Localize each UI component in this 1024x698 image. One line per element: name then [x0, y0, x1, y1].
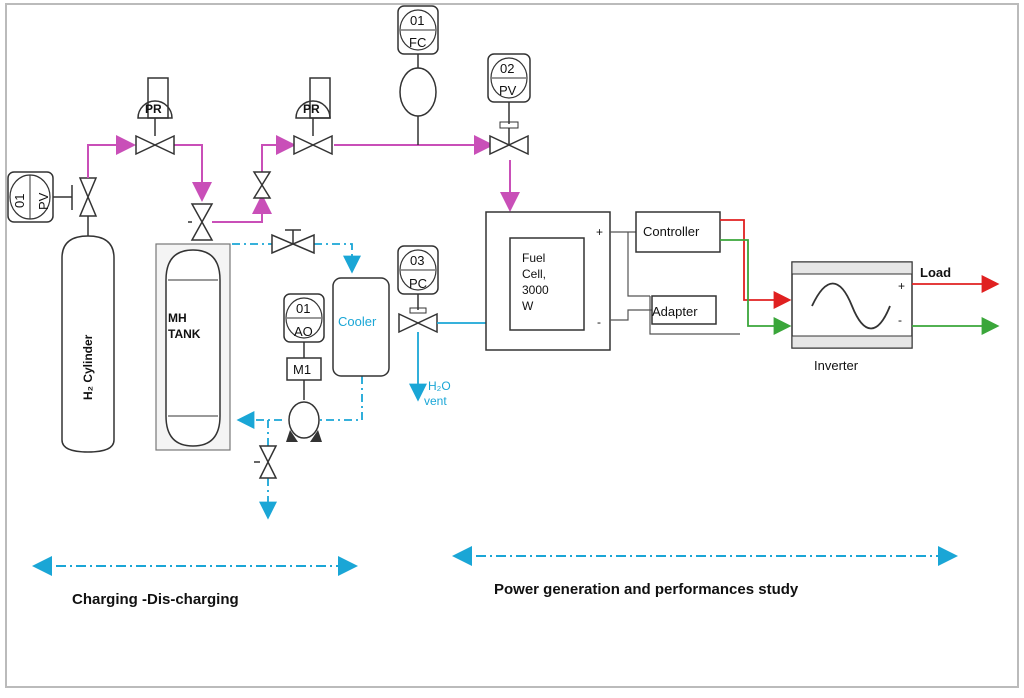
flow-controller: 01 FC — [397, 5, 439, 145]
h2-piping — [87, 135, 520, 223]
svg-text:vent: vent — [424, 394, 447, 408]
adapter: Adapter — [651, 295, 717, 325]
dc-wiring — [610, 231, 740, 335]
svg-text:FC: FC — [409, 35, 426, 50]
pv-cylinder-gauge: 01 PV — [7, 171, 54, 223]
h2-cylinder-label: H₂ Cylinder — [81, 334, 95, 400]
svg-text:Fuel: Fuel — [522, 251, 545, 265]
h2-cylinder: H₂ Cylinder — [61, 235, 115, 453]
controller: Controller — [635, 211, 721, 253]
mh-tank: MH TANK — [155, 243, 231, 451]
cooling-valve — [271, 229, 315, 255]
svg-text:M1: M1 — [293, 362, 311, 377]
svg-text:01: 01 — [12, 194, 27, 208]
svg-text:MH: MH — [168, 311, 187, 325]
bypass-valve — [252, 171, 272, 199]
svg-text:+: + — [596, 225, 603, 239]
svg-text:PV: PV — [36, 192, 51, 210]
negative-line — [720, 239, 792, 335]
svg-text:02: 02 — [500, 61, 514, 76]
pump — [286, 401, 322, 442]
cooler: Cooler — [332, 277, 390, 377]
svg-text:PC: PC — [409, 276, 427, 291]
power-section-label: Power generation and performances study — [494, 581, 799, 598]
drain-valve — [254, 445, 278, 479]
charging-section-label: Charging -Dis-charging — [72, 591, 239, 608]
svg-text:PR: PR — [303, 102, 320, 116]
svg-text:Cooler: Cooler — [338, 314, 377, 329]
m1-motor: M1 — [286, 357, 322, 400]
positive-line — [720, 219, 792, 309]
mh-tank-valve — [188, 203, 214, 241]
pressure-regulator-1: PR — [135, 77, 175, 156]
outer-border — [5, 3, 1019, 688]
ao-gauge: 01 AO — [283, 293, 325, 358]
fuel-cell: Fuel Cell, 3000 W + - — [485, 211, 611, 351]
pc-gauge: 03 PC — [397, 245, 439, 334]
svg-text:W: W — [522, 299, 534, 313]
h2o-vent-label: H₂O — [428, 379, 451, 393]
svg-text:PV: PV — [499, 83, 517, 98]
svg-text:PR: PR — [145, 102, 162, 116]
svg-text:-: - — [597, 315, 601, 329]
svg-text:01: 01 — [410, 13, 424, 28]
svg-text:Cell,: Cell, — [522, 267, 546, 281]
load-label: Load — [920, 265, 951, 280]
svg-text:3000: 3000 — [522, 283, 549, 297]
svg-text:Controller: Controller — [643, 224, 700, 239]
cooling-loop — [232, 243, 363, 520]
svg-text:Adapter: Adapter — [652, 304, 698, 319]
inverter: + - Inverter — [791, 261, 913, 373]
cylinder-valve — [78, 177, 98, 217]
svg-text:+: + — [898, 279, 905, 293]
svg-text:TANK: TANK — [168, 327, 201, 341]
svg-text:03: 03 — [410, 253, 424, 268]
svg-text:-: - — [898, 313, 902, 327]
pressure-regulator-2: PR — [293, 77, 333, 156]
pv-2-gauge: 02 PV — [487, 53, 531, 156]
svg-text:01: 01 — [296, 301, 310, 316]
svg-text:AO: AO — [294, 324, 313, 339]
inverter-label: Inverter — [814, 358, 859, 373]
